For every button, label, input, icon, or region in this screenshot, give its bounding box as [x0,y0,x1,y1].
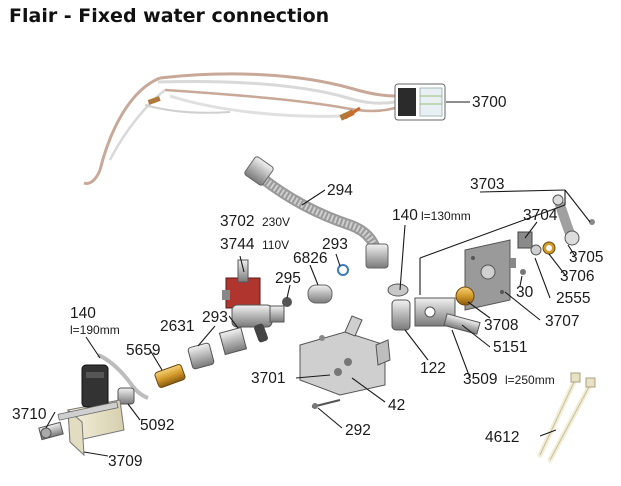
label-5659: 5659 [126,342,160,359]
label-140-short: 140 [392,207,418,224]
label-3509: 3509 [463,371,497,388]
label-3704: 3704 [523,207,558,224]
label-3702-voltage: 230V [262,215,290,229]
label-3708: 3708 [484,317,518,334]
label-295: 295 [275,270,301,287]
label-4612: 4612 [485,429,519,446]
label-3705: 3705 [569,249,603,266]
part-labels: 3700 294 3703 140 l=130mm 3704 3702 230V… [12,94,603,470]
label-3706: 3706 [560,268,594,285]
label-122: 122 [420,360,446,377]
pressure-reducer-3709-illustration [38,364,125,457]
label-30: 30 [516,284,534,301]
wiring-harness-3700-illustration [83,72,446,185]
label-42: 42 [388,397,405,414]
label-2555: 2555 [556,290,590,307]
label-140-long-length: l=190mm [70,323,120,337]
braided-hose-294-illustration [244,156,389,269]
label-293-upper: 293 [322,236,348,253]
valve-block-assembly-illustration [387,194,595,335]
label-3702: 3702 [220,213,254,230]
label-294: 294 [327,182,353,199]
label-3701: 3701 [251,370,285,387]
label-5092: 5092 [140,417,174,434]
label-2631: 2631 [160,318,194,335]
label-3710: 3710 [12,406,47,423]
label-5151: 5151 [493,339,527,356]
label-3703: 3703 [470,176,504,193]
label-3744-voltage: 110V [262,238,289,252]
label-3707: 3707 [545,313,579,330]
label-3744: 3744 [220,236,255,253]
label-6826: 6826 [293,250,327,267]
label-3509-length: l=250mm [505,373,555,387]
bracket-3701-illustration [299,315,391,409]
label-140-long: 140 [70,305,96,322]
label-140-short-length: l=130mm [421,209,471,223]
label-292: 292 [345,422,371,439]
leader-lines [45,101,591,457]
cable-ties-4612-illustration [537,372,596,463]
label-3709: 3709 [108,453,142,470]
page-title: Flair - Fixed water connection [9,5,330,27]
solenoid-valve-illustration [154,259,349,388]
label-293-lower: 293 [202,309,228,326]
label-3700: 3700 [472,94,507,111]
tube-190-illustration [97,353,149,405]
